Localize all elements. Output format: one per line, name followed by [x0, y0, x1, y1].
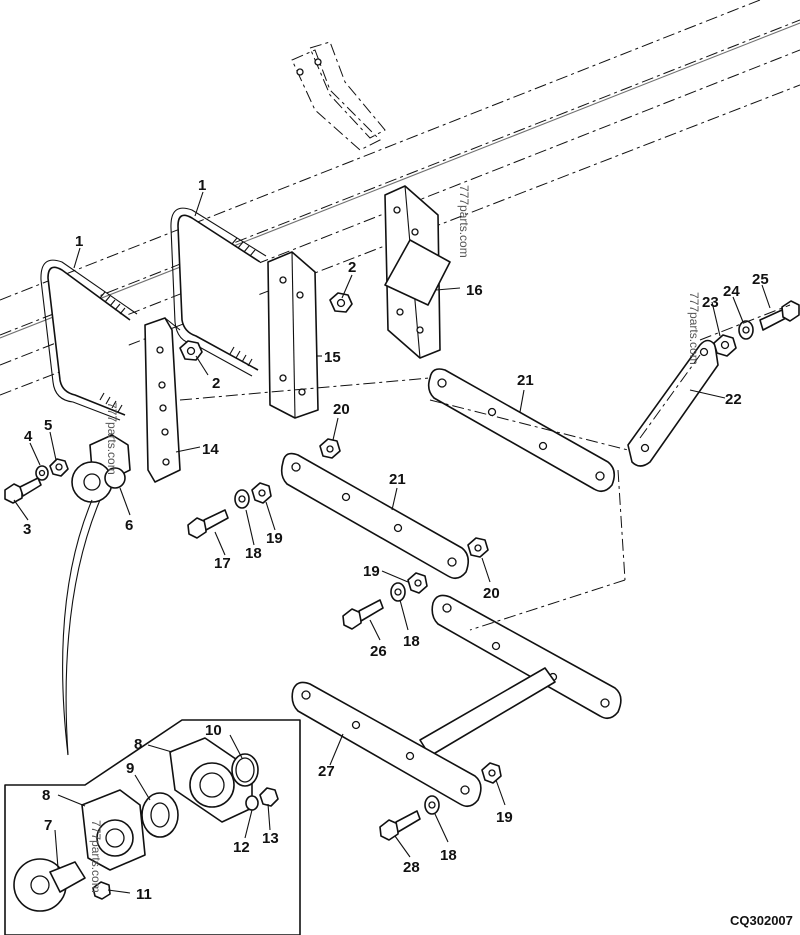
callout-18: 18	[440, 847, 457, 864]
beam-brackets	[291, 41, 386, 151]
nut-19-a	[251, 482, 272, 504]
callout-19: 19	[496, 809, 513, 826]
bolt-3	[4, 477, 42, 504]
chain-to-detail	[62, 499, 93, 756]
callout-5: 5	[44, 417, 52, 434]
callout-2: 2	[348, 259, 356, 276]
callout-28: 28	[403, 859, 420, 876]
nut-2-lower	[179, 340, 203, 361]
leader-lines	[13, 191, 771, 894]
callout-22: 22	[725, 391, 742, 408]
callout-18: 18	[403, 633, 420, 650]
bolt-28	[379, 810, 421, 841]
alignment-lines	[179, 304, 791, 631]
callout-21: 21	[389, 471, 406, 488]
callout-4: 4	[24, 428, 33, 445]
bolt-25	[759, 300, 800, 331]
callout-23: 23	[702, 294, 719, 311]
bolt-17	[187, 509, 229, 539]
washer-18-c	[424, 795, 440, 815]
callout-8: 8	[42, 787, 50, 804]
callout-labels: 1 1 2 2 3 4 5 6 14 15 16 20 21 21 22 17 …	[23, 177, 769, 903]
callout-19: 19	[266, 530, 283, 547]
callout-2: 2	[212, 375, 220, 392]
callout-17: 17	[214, 555, 231, 572]
washer-4	[35, 465, 49, 481]
plate-22	[627, 339, 719, 467]
nut-2-upper	[329, 292, 353, 313]
callout-27: 27	[318, 763, 335, 780]
washer-18-a	[234, 489, 250, 509]
washer-24	[738, 320, 754, 340]
callout-26: 26	[370, 643, 387, 660]
assembly-27	[291, 594, 622, 808]
plate-14	[144, 317, 181, 483]
flat-bar-21-lower	[280, 452, 470, 580]
bolt-26	[342, 599, 384, 630]
u-bolt-left	[40, 259, 138, 421]
callout-18: 18	[245, 545, 262, 562]
callout-15: 15	[324, 349, 341, 366]
callout-7: 7	[44, 817, 52, 834]
nut-5	[49, 458, 69, 477]
callout-1: 1	[75, 233, 83, 250]
angle-bracket-15	[267, 251, 319, 419]
flat-bar-21-upper	[427, 368, 616, 493]
callout-9: 9	[126, 760, 134, 777]
nut-19-c	[481, 762, 502, 784]
callout-25: 25	[752, 271, 769, 288]
callout-16: 16	[466, 282, 483, 299]
callout-13: 13	[262, 830, 279, 847]
callout-8: 8	[134, 736, 142, 753]
callout-11: 11	[136, 886, 152, 903]
sprocket-assembly-6	[71, 434, 131, 503]
callout-24: 24	[723, 283, 740, 300]
watermark-2: 777parts.com	[687, 292, 701, 365]
callout-21: 21	[517, 372, 534, 389]
callout-10: 10	[205, 722, 222, 739]
nut-23	[713, 334, 737, 357]
callout-20: 20	[483, 585, 500, 602]
callout-1: 1	[198, 177, 206, 194]
frame-beam	[0, 0, 800, 396]
callout-20: 20	[333, 401, 350, 418]
callout-3: 3	[23, 521, 31, 538]
callout-12: 12	[233, 839, 250, 856]
callout-14: 14	[202, 441, 219, 458]
watermark-1: 777parts.com	[457, 185, 471, 258]
watermark-3: 777parts.com	[105, 402, 119, 475]
angle-bracket-16	[384, 185, 451, 359]
washer-18-b	[390, 582, 406, 602]
callout-6: 6	[125, 517, 133, 534]
diagram-code: CQ302007	[730, 913, 793, 928]
nut-20-a	[319, 438, 341, 459]
watermark-4: 777parts.com	[89, 820, 103, 893]
callout-19: 19	[363, 563, 380, 580]
nut-20-b	[467, 537, 489, 558]
detail-inset	[4, 719, 301, 935]
nut-19-b	[407, 572, 428, 594]
